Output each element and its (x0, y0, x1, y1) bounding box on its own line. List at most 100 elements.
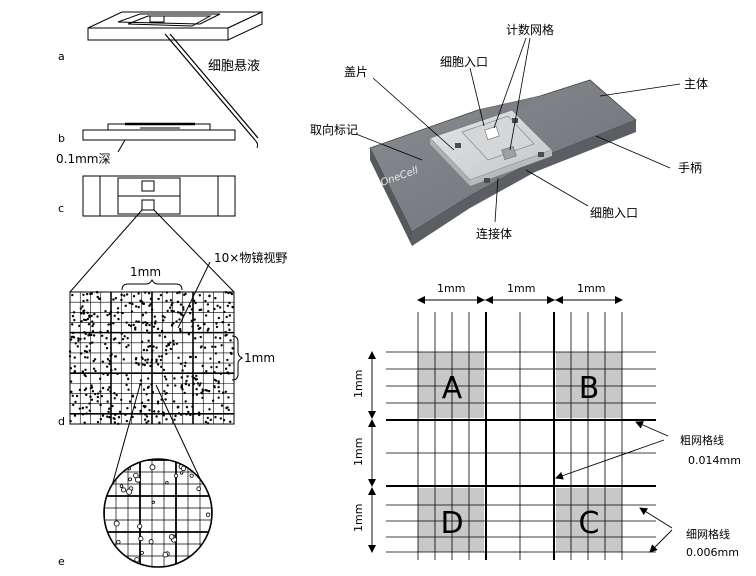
cell-dot (92, 367, 96, 370)
cell-dot (203, 346, 207, 349)
cell-dot (207, 389, 211, 393)
counting-grid-view (68, 290, 235, 426)
cell-dot (216, 304, 219, 308)
cell-dot (118, 410, 122, 414)
cell-dot (206, 303, 210, 306)
cell-dot (158, 334, 161, 337)
cell-dot (172, 339, 175, 343)
cell-dot (83, 331, 86, 334)
side-dim-3: 1mm (352, 504, 365, 532)
cell-dot (194, 378, 198, 381)
cell-dot (137, 320, 140, 323)
cell-dot (86, 299, 89, 302)
main-body-callout: 主体 (684, 77, 708, 91)
cell-dot (224, 291, 227, 294)
cell-dot (228, 314, 232, 317)
cell-dot (230, 292, 234, 296)
cell-dot (108, 362, 111, 365)
cell-dot (184, 400, 187, 403)
cell-dot (173, 418, 176, 421)
cell-dot (165, 345, 168, 348)
cell-dot (163, 375, 167, 378)
cell-dot (120, 298, 123, 302)
cell-dot (163, 390, 166, 393)
cell-dot (179, 362, 183, 365)
cell-dot (162, 368, 166, 372)
cell-dot (126, 377, 130, 381)
cell-dot (125, 419, 129, 423)
cell-dot (107, 410, 110, 414)
cell-dot (206, 422, 210, 425)
cell-dot (130, 310, 134, 313)
cell-dot (146, 377, 150, 380)
cell-dot (91, 320, 94, 323)
cell-dot (201, 388, 204, 391)
cell-dot (147, 420, 150, 423)
cell-dot (188, 305, 192, 308)
cell-dot (144, 321, 147, 324)
cell-dot (109, 354, 112, 357)
one-mm-side-label: 1mm (244, 351, 275, 365)
cell-dot (150, 308, 154, 311)
cell-dot (160, 355, 164, 358)
cell-dot (141, 321, 145, 324)
label-d: d (58, 415, 65, 428)
cell-dot (227, 408, 230, 412)
cell-dot (78, 324, 81, 328)
cell-dot (73, 365, 77, 368)
cell-dot (156, 402, 160, 405)
cell-dot (225, 315, 228, 319)
cell-dot (77, 337, 80, 340)
cell-dot (165, 291, 169, 294)
cell-dot (113, 421, 117, 424)
cell-dot (166, 384, 169, 387)
cell-dot (226, 304, 230, 308)
cell-dot (160, 365, 163, 369)
cell-dot (122, 358, 125, 361)
cell-dot (101, 386, 105, 390)
cell-dot (79, 337, 82, 341)
cell-dot (85, 350, 89, 354)
cell-dot (223, 310, 226, 314)
cell-dot (109, 322, 112, 326)
cell-dot (221, 391, 225, 394)
cell-dot (171, 302, 174, 305)
square-b-shade (556, 352, 622, 418)
cell-dot (217, 390, 221, 393)
cell-dot (147, 385, 150, 389)
coarse-line-label: 粗网格线 (680, 433, 724, 447)
cell-dot (224, 334, 227, 337)
cell-dot (165, 352, 168, 356)
cell-dot (152, 325, 156, 328)
square-a-label: A (442, 371, 463, 406)
cell-dot (91, 390, 95, 393)
cell-dot (150, 361, 153, 364)
cell-dot (177, 356, 180, 360)
cell-dot (201, 396, 204, 400)
cell-dot (113, 391, 116, 395)
cell-dot (94, 369, 97, 373)
cell-dot (187, 410, 190, 414)
cell-circle (173, 473, 179, 478)
cell-dot (144, 311, 148, 314)
cell-circle (179, 471, 184, 475)
cell-dot (217, 396, 220, 399)
cell-dot (169, 299, 173, 302)
cell-dot (108, 359, 112, 363)
cell-dot (112, 298, 115, 301)
cell-dot (227, 372, 230, 375)
cell-dot (84, 387, 88, 390)
cell-dot (124, 413, 127, 416)
cell-dot (112, 322, 115, 325)
handle-callout: 手柄 (678, 161, 702, 175)
cell-dot (211, 345, 214, 348)
cell-dot (176, 300, 180, 304)
cell-dot (85, 292, 89, 296)
fine-line-value: 0.006mm (686, 546, 739, 559)
fine-line-label: 细网格线 (686, 527, 730, 541)
cell-dot (145, 329, 149, 332)
cell-dot (214, 336, 217, 339)
cell-dot (214, 345, 217, 349)
cell-dot (106, 313, 109, 317)
